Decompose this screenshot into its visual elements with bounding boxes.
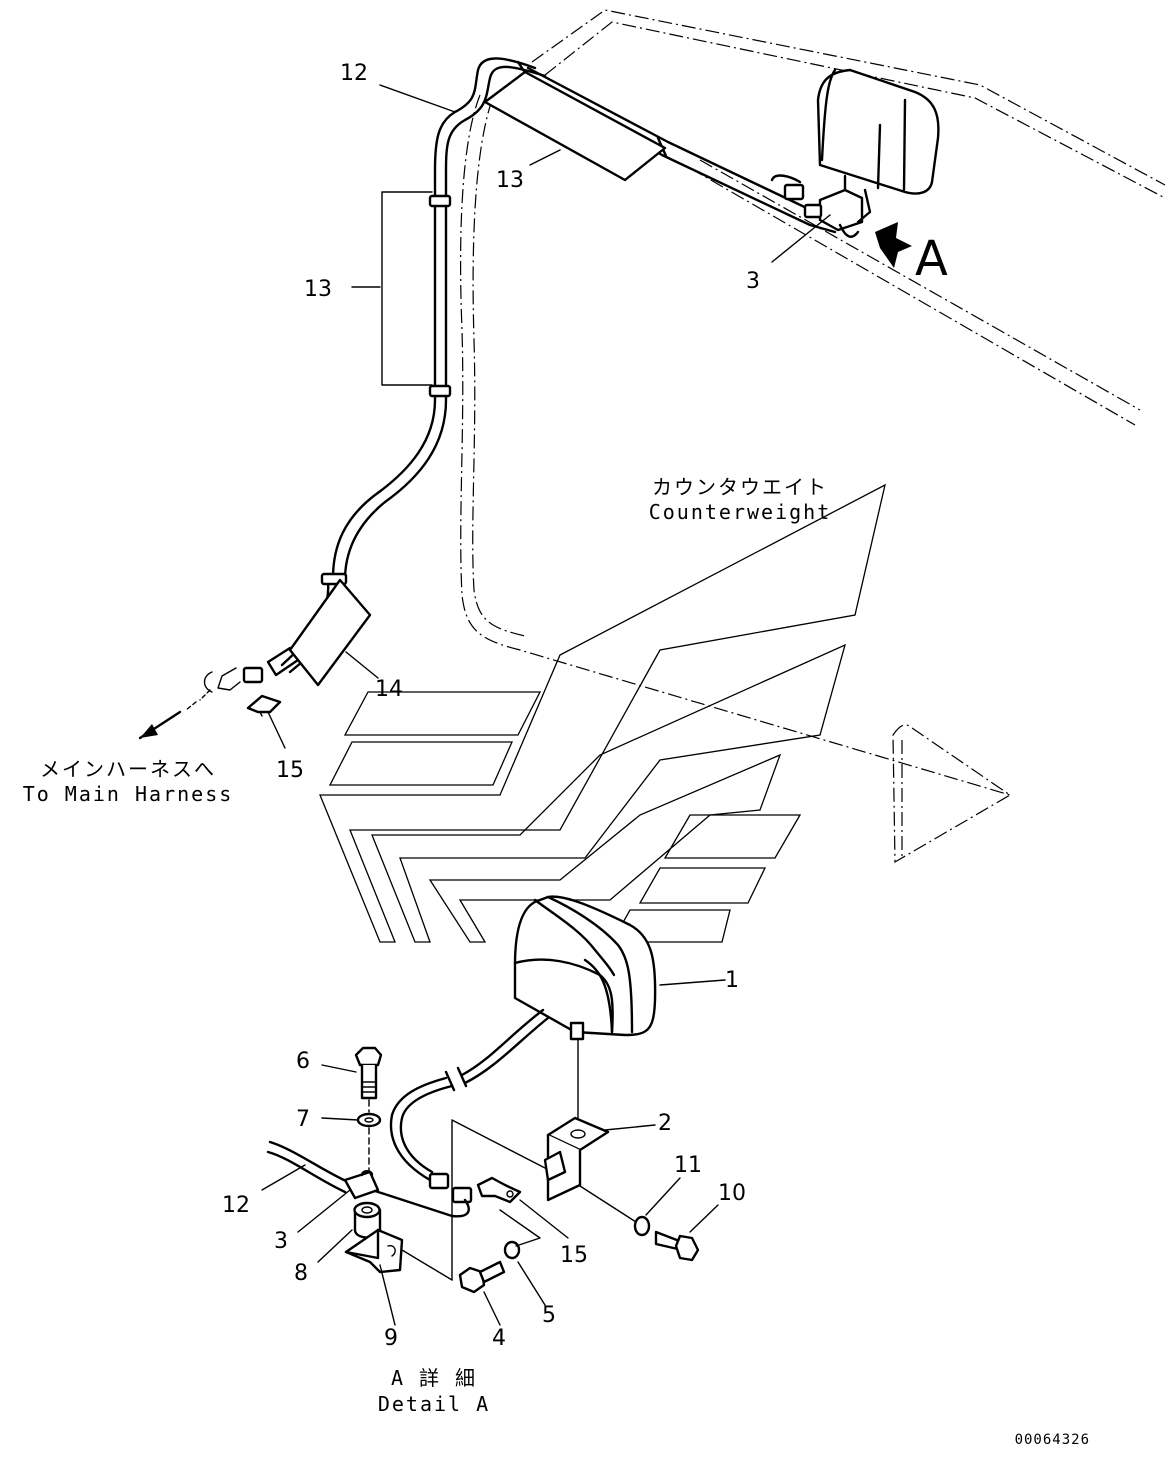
detail-caption-jp: A 詳 細: [391, 1366, 477, 1390]
view-arrow-label: A: [915, 231, 948, 287]
callout-8: 8: [294, 1261, 308, 1286]
callout-9: 9: [384, 1326, 398, 1351]
leader-lines-upper: [267, 84, 831, 749]
callout-3-detail: 3: [274, 1229, 288, 1254]
callout-15-top: 15: [276, 758, 304, 783]
callout-3-top: 3: [746, 269, 760, 294]
upper-work-light: [770, 68, 940, 268]
counterweight-outline: [459, 9, 1166, 864]
callout-11: 11: [674, 1153, 702, 1178]
callout-4: 4: [492, 1326, 506, 1351]
label-sheets: [288, 70, 667, 687]
callout-12-top: 12: [340, 61, 368, 86]
callout-12-detail: 12: [222, 1193, 250, 1218]
lower-work-light: [513, 895, 726, 1041]
callout-10: 10: [718, 1181, 746, 1206]
callout-13-left: 13: [304, 277, 332, 302]
detail-caption-en: Detail A: [378, 1392, 490, 1416]
drawing-code: 00064326: [1015, 1432, 1090, 1448]
callout-13-top: 13: [496, 168, 524, 193]
callout-5: 5: [542, 1303, 556, 1328]
captions: カウンタウエイト Counterweight メインハーネスへ To Main …: [23, 475, 1090, 1448]
harness-caption-jp: メインハーネスへ: [40, 757, 216, 781]
counterweight-caption-jp: カウンタウエイト: [652, 475, 828, 499]
detail-a-assembly: [261, 1008, 719, 1326]
callout-14: 14: [375, 677, 403, 702]
callout-6: 6: [296, 1049, 310, 1074]
callout-numbers: 12 13 13 3 A 14 15 1 6 7 2 11 10 12 3 8 …: [222, 61, 948, 1351]
callout-1: 1: [725, 968, 739, 993]
callout-2: 2: [658, 1111, 672, 1136]
callout-7: 7: [296, 1107, 310, 1132]
harness-caption-en: To Main Harness: [23, 782, 234, 806]
callout-15-detail: 15: [560, 1243, 588, 1268]
counterweight-caption-en: Counterweight: [649, 500, 832, 524]
watermark-logo: [319, 483, 886, 943]
